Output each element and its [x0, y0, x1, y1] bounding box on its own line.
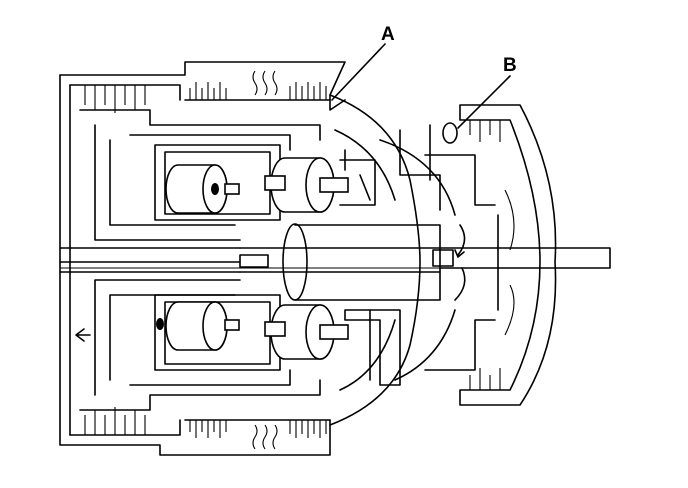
- callout-b-label: B: [503, 55, 517, 76]
- callout-b-leader: [457, 75, 511, 129]
- flow-arrows: [75, 224, 466, 342]
- callout-a-leader: [331, 43, 386, 101]
- rotor-discs: [329, 94, 456, 426]
- right-housing: [424, 104, 557, 406]
- central-shaft: [60, 223, 611, 301]
- outer-housing: [59, 61, 346, 456]
- lower-roller-assembly: [154, 294, 401, 386]
- callout-a-label: A: [381, 24, 395, 45]
- upper-roller-assembly: [154, 144, 376, 221]
